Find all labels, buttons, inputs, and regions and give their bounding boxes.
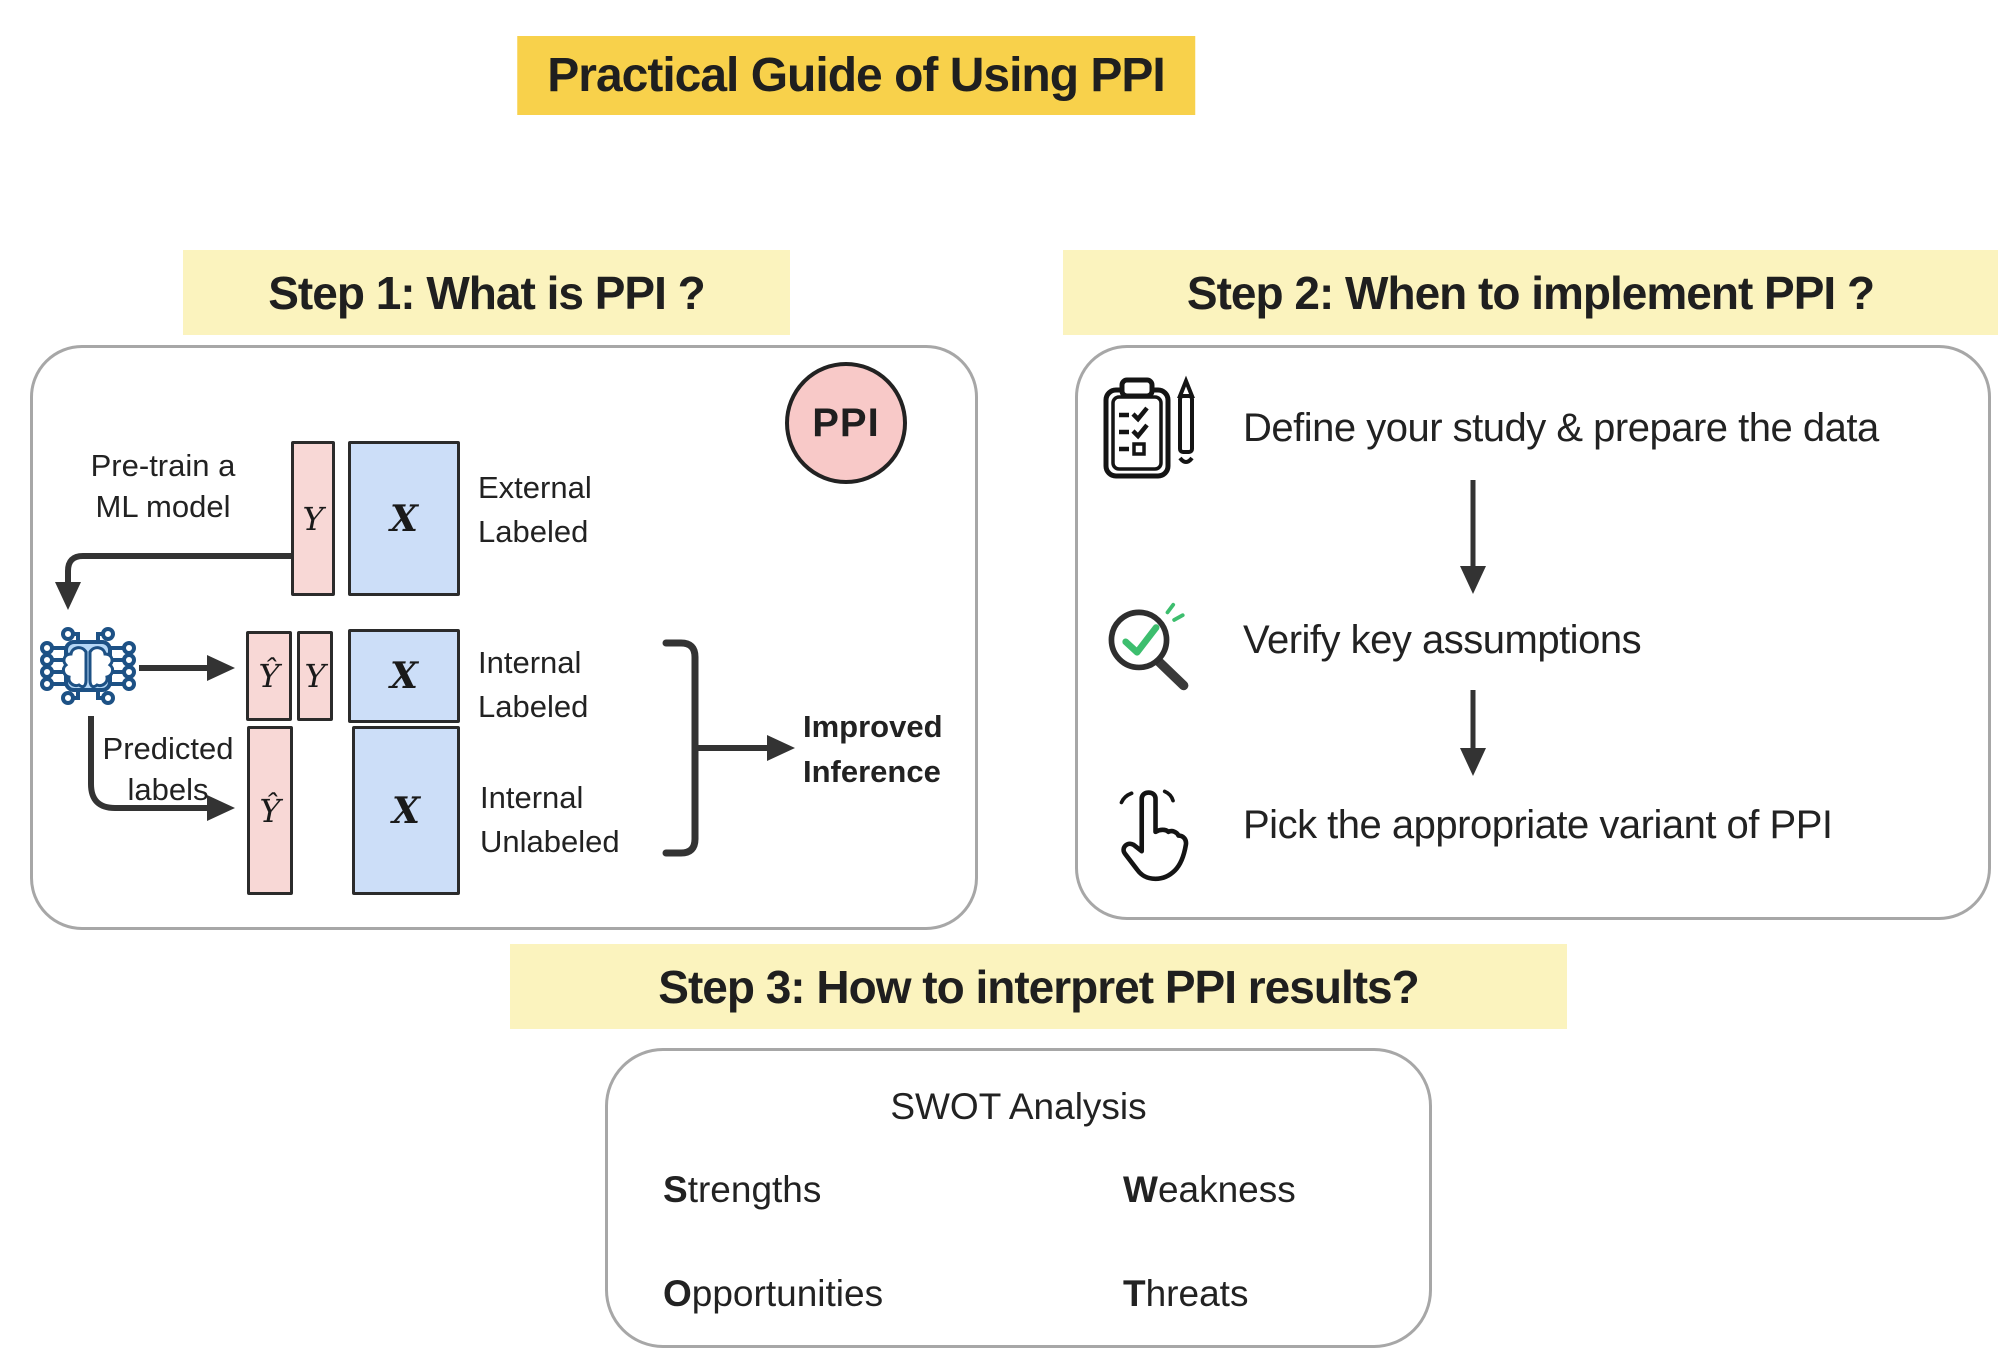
internal-y-matrix: Y: [297, 631, 333, 721]
internal-labeled-caption: Internal Labeled: [478, 645, 589, 724]
yhat-label: Ŷ: [259, 791, 281, 830]
step2-panel: Define your study & prepare the data Ver…: [1075, 345, 1991, 920]
y-label: Y: [304, 657, 326, 695]
pretrain-label: Pre-train a ML model: [90, 448, 236, 524]
unlabeled-x-matrix: X: [352, 726, 460, 895]
magnifier-check-icon: [1108, 602, 1189, 691]
step3-heading: Step 3: How to interpret PPI results?: [510, 944, 1567, 1029]
swot-threats: Threats: [1123, 1273, 1249, 1314]
combine-bracket: [662, 639, 699, 857]
step3-panel: SWOT Analysis Strengths Weakness Opportu…: [605, 1048, 1432, 1348]
improved-inference-label: Improved Inference: [803, 709, 943, 789]
predicted-labels-note: Predicted labels: [102, 731, 234, 807]
define-study-label: Define your study & prepare the data: [1243, 406, 1879, 450]
page-title: Practical Guide of Using PPI: [517, 36, 1195, 115]
ppi-badge: PPI: [785, 362, 907, 484]
x-label: X: [390, 655, 418, 697]
y-label: Y: [302, 499, 324, 538]
verify-assumptions-label: Verify key assumptions: [1243, 618, 1642, 662]
step2-heading: Step 2: When to implement PPI ?: [1063, 250, 1998, 335]
yhat-label: Ŷ: [258, 657, 280, 695]
swot-strengths: Strengths: [663, 1169, 822, 1210]
external-y-matrix: Y: [291, 441, 335, 596]
internal-unlabeled-caption: Internal Unlabeled: [480, 780, 620, 859]
external-x-matrix: X: [348, 441, 460, 596]
step1-heading: Step 1: What is PPI ?: [183, 250, 790, 335]
swot-opportunities: Opportunities: [663, 1273, 884, 1314]
click-hand-icon: [1119, 789, 1189, 882]
pretrain-arrow: [55, 553, 291, 610]
internal-yhat-matrix: Ŷ: [246, 631, 292, 721]
x-label: X: [390, 497, 418, 540]
swot-weakness: Weakness: [1123, 1169, 1296, 1210]
x-label: X: [392, 789, 420, 832]
step1-panel: PPI Pre-train a ML model Y X External La…: [30, 345, 978, 930]
internal-x-matrix: X: [348, 629, 460, 723]
swot-title: SWOT Analysis: [890, 1086, 1147, 1127]
pick-variant-label: Pick the appropriate variant of PPI: [1243, 803, 1833, 847]
external-caption: External Labeled: [478, 470, 592, 549]
ai-chip-icon: [40, 627, 136, 705]
unlabeled-yhat-matrix: Ŷ: [247, 726, 293, 895]
clipboard-pen-icon: [1103, 375, 1195, 479]
